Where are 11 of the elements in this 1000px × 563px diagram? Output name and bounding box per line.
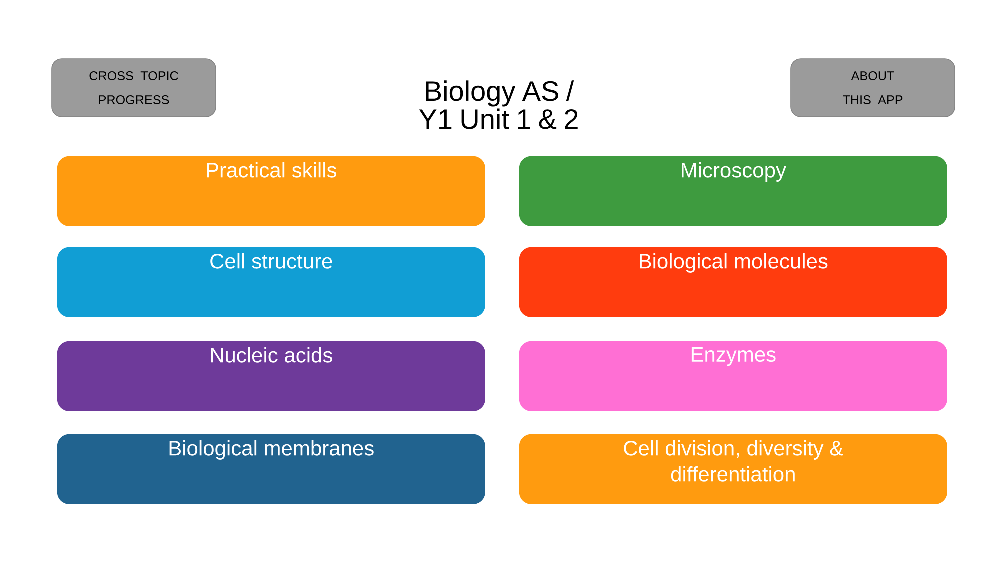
topic-button: Biological membranes bbox=[57, 434, 486, 504]
topic-button: Enzymes bbox=[519, 341, 948, 412]
topic-button: Nucleic acids bbox=[57, 341, 486, 412]
topic-button: Cell division, diversity & differentiation bbox=[519, 434, 948, 504]
topic-button: Practical skills bbox=[57, 156, 486, 226]
topic-button: Microscopy bbox=[519, 156, 948, 226]
menu-button: ABOUT THIS APP bbox=[790, 58, 956, 118]
title-text: Biology AS / Y1 Unit 1 & 2 bbox=[419, 80, 578, 130]
menu-button: CROSS TOPIC PROGRESS bbox=[52, 58, 216, 118]
topic-button: Cell structure bbox=[57, 247, 486, 318]
topic-button: Biological molecules bbox=[519, 247, 948, 318]
